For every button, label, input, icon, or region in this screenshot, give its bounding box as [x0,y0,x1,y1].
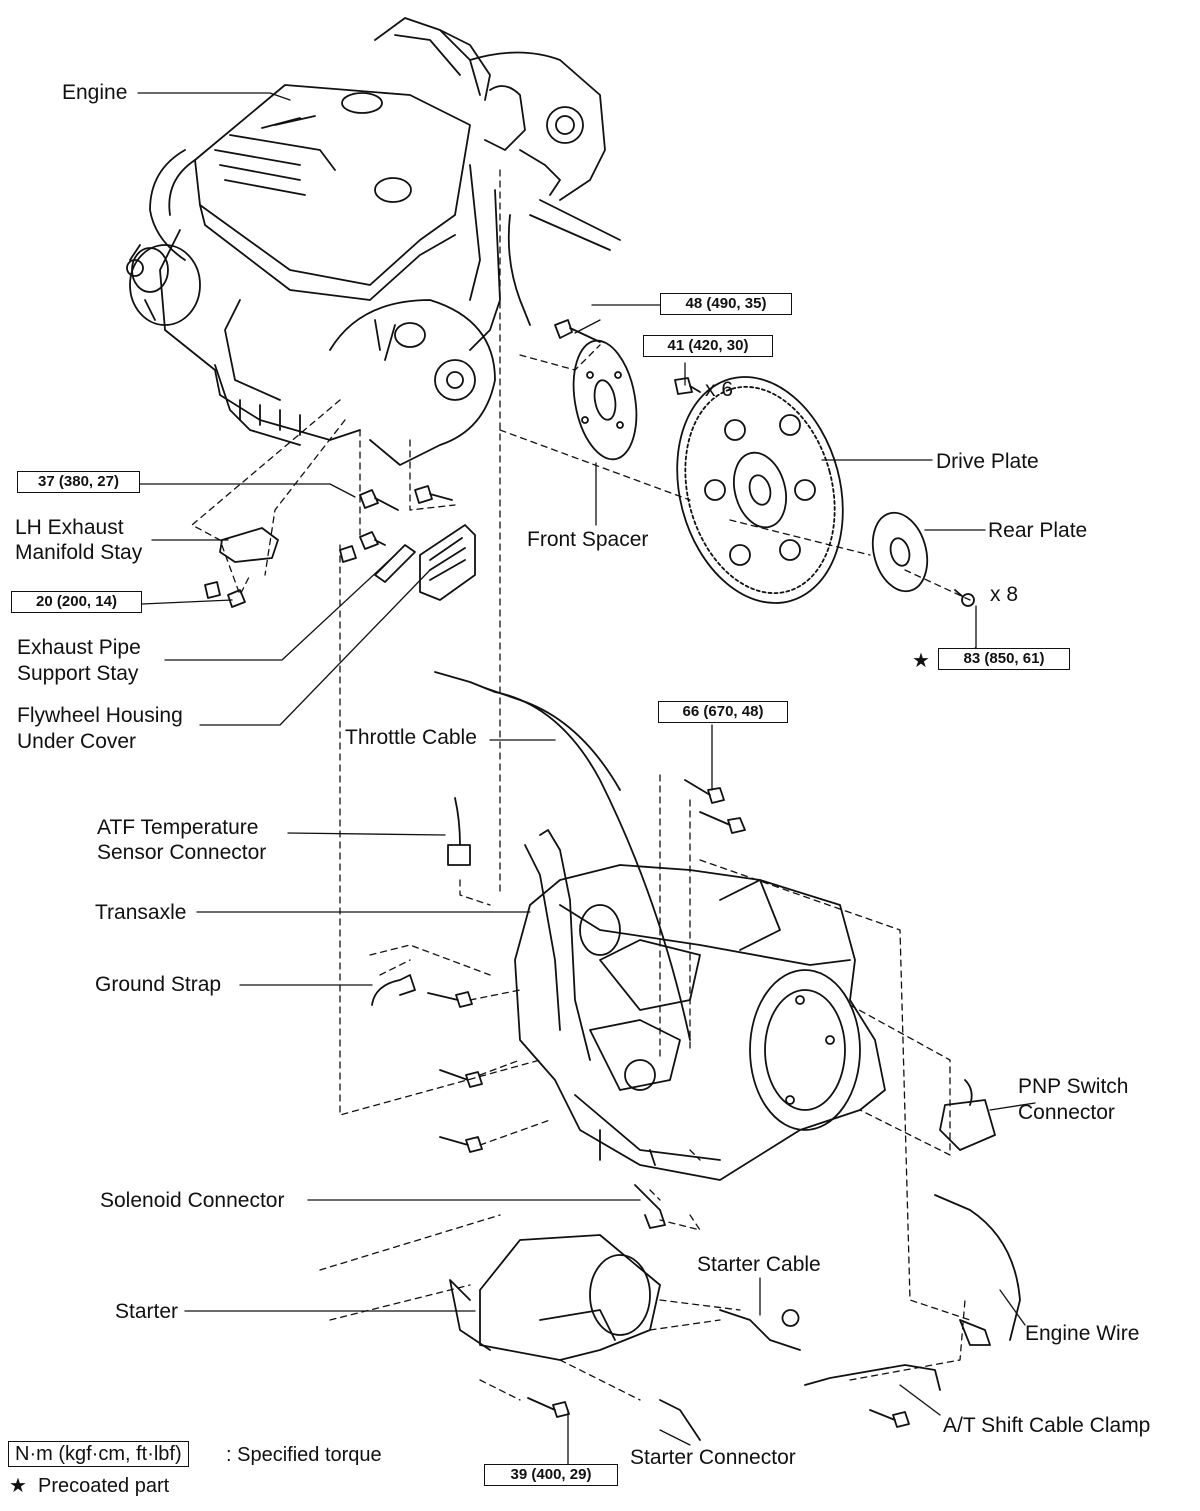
precoated-star-83: ★ [912,650,930,672]
label-pnp-line2: Connector [1018,1101,1115,1124]
label-solenoid-connector: Solenoid Connector [100,1189,285,1212]
engine-bolts [204,319,701,608]
torque-box-20: 20 (200, 14) [11,591,142,613]
label-engine: Engine [62,81,128,104]
label-engine-wire: Engine Wire [1025,1322,1140,1345]
ground-strap-illustration [371,974,416,1006]
torque-box-41: 41 (420, 30) [643,335,773,357]
label-lh-exhaust-line1: LH Exhaust [15,516,124,539]
label-starter: Starter [115,1300,179,1323]
transaxle-bolts [427,779,910,1428]
engine-illustration [126,17,621,466]
label-drive-plate: Drive Plate [936,450,1039,473]
pnp-connector-illustration [939,1079,996,1151]
label-ground-strap: Ground Strap [95,973,222,996]
label-exhaust-pipe-line2: Support Stay [17,662,139,685]
label-front-spacer: Front Spacer [527,528,649,551]
throttle-cable-illustration [434,671,691,1041]
torque-box-48: 48 (490, 35) [660,293,792,315]
torque-box-83: 83 (850, 61) [938,648,1070,670]
legend-precoated-desc: Precoated part [38,1475,170,1497]
label-pnp-line1: PNP Switch [1018,1075,1129,1098]
drive-plate-illustration [676,376,844,604]
legend-torque-desc: : Specified torque [226,1444,382,1466]
torque-box-39: 39 (400, 29) [484,1464,618,1486]
rear-plate-illustration [871,511,975,607]
label-throttle-cable: Throttle Cable [345,726,477,749]
label-lh-exhaust-line2: Manifold Stay [15,541,143,564]
quantity-x6: x 6 [705,378,734,401]
atf-connector-illustration [447,797,471,866]
engine-wire-illustration [934,1194,1021,1346]
label-rear-plate: Rear Plate [988,519,1088,542]
label-atf-line2: Sensor Connector [97,841,267,864]
label-starter-connector: Starter Connector [630,1446,796,1469]
starter-cable-illustration [719,1309,801,1351]
label-starter-cable: Starter Cable [697,1253,821,1276]
front-spacer-illustration [572,339,638,461]
solenoid-connector-illustration [634,1184,666,1229]
shift-clamp-illustration [804,1364,941,1391]
label-at-shift-cable-clamp: A/T Shift Cable Clamp [943,1414,1151,1437]
quantity-x8: x 8 [990,583,1019,606]
legend-precoated-star: ★ [9,1475,27,1497]
legend-torque-unit: N·m (kgf·cm, ft·lbf) [8,1441,189,1467]
starter-illustration [449,1234,661,1361]
label-flywheel-line2: Under Cover [17,730,137,753]
transaxle-illustration [514,829,886,1181]
starter-connector-illustration [659,1399,701,1441]
label-exhaust-pipe-line1: Exhaust Pipe [17,636,141,659]
torque-box-66: 66 (670, 48) [658,701,788,723]
label-transaxle: Transaxle [95,901,187,924]
label-atf-line1: ATF Temperature [97,816,259,839]
label-flywheel-line1: Flywheel Housing [17,704,183,727]
torque-box-37: 37 (380, 27) [17,471,140,493]
